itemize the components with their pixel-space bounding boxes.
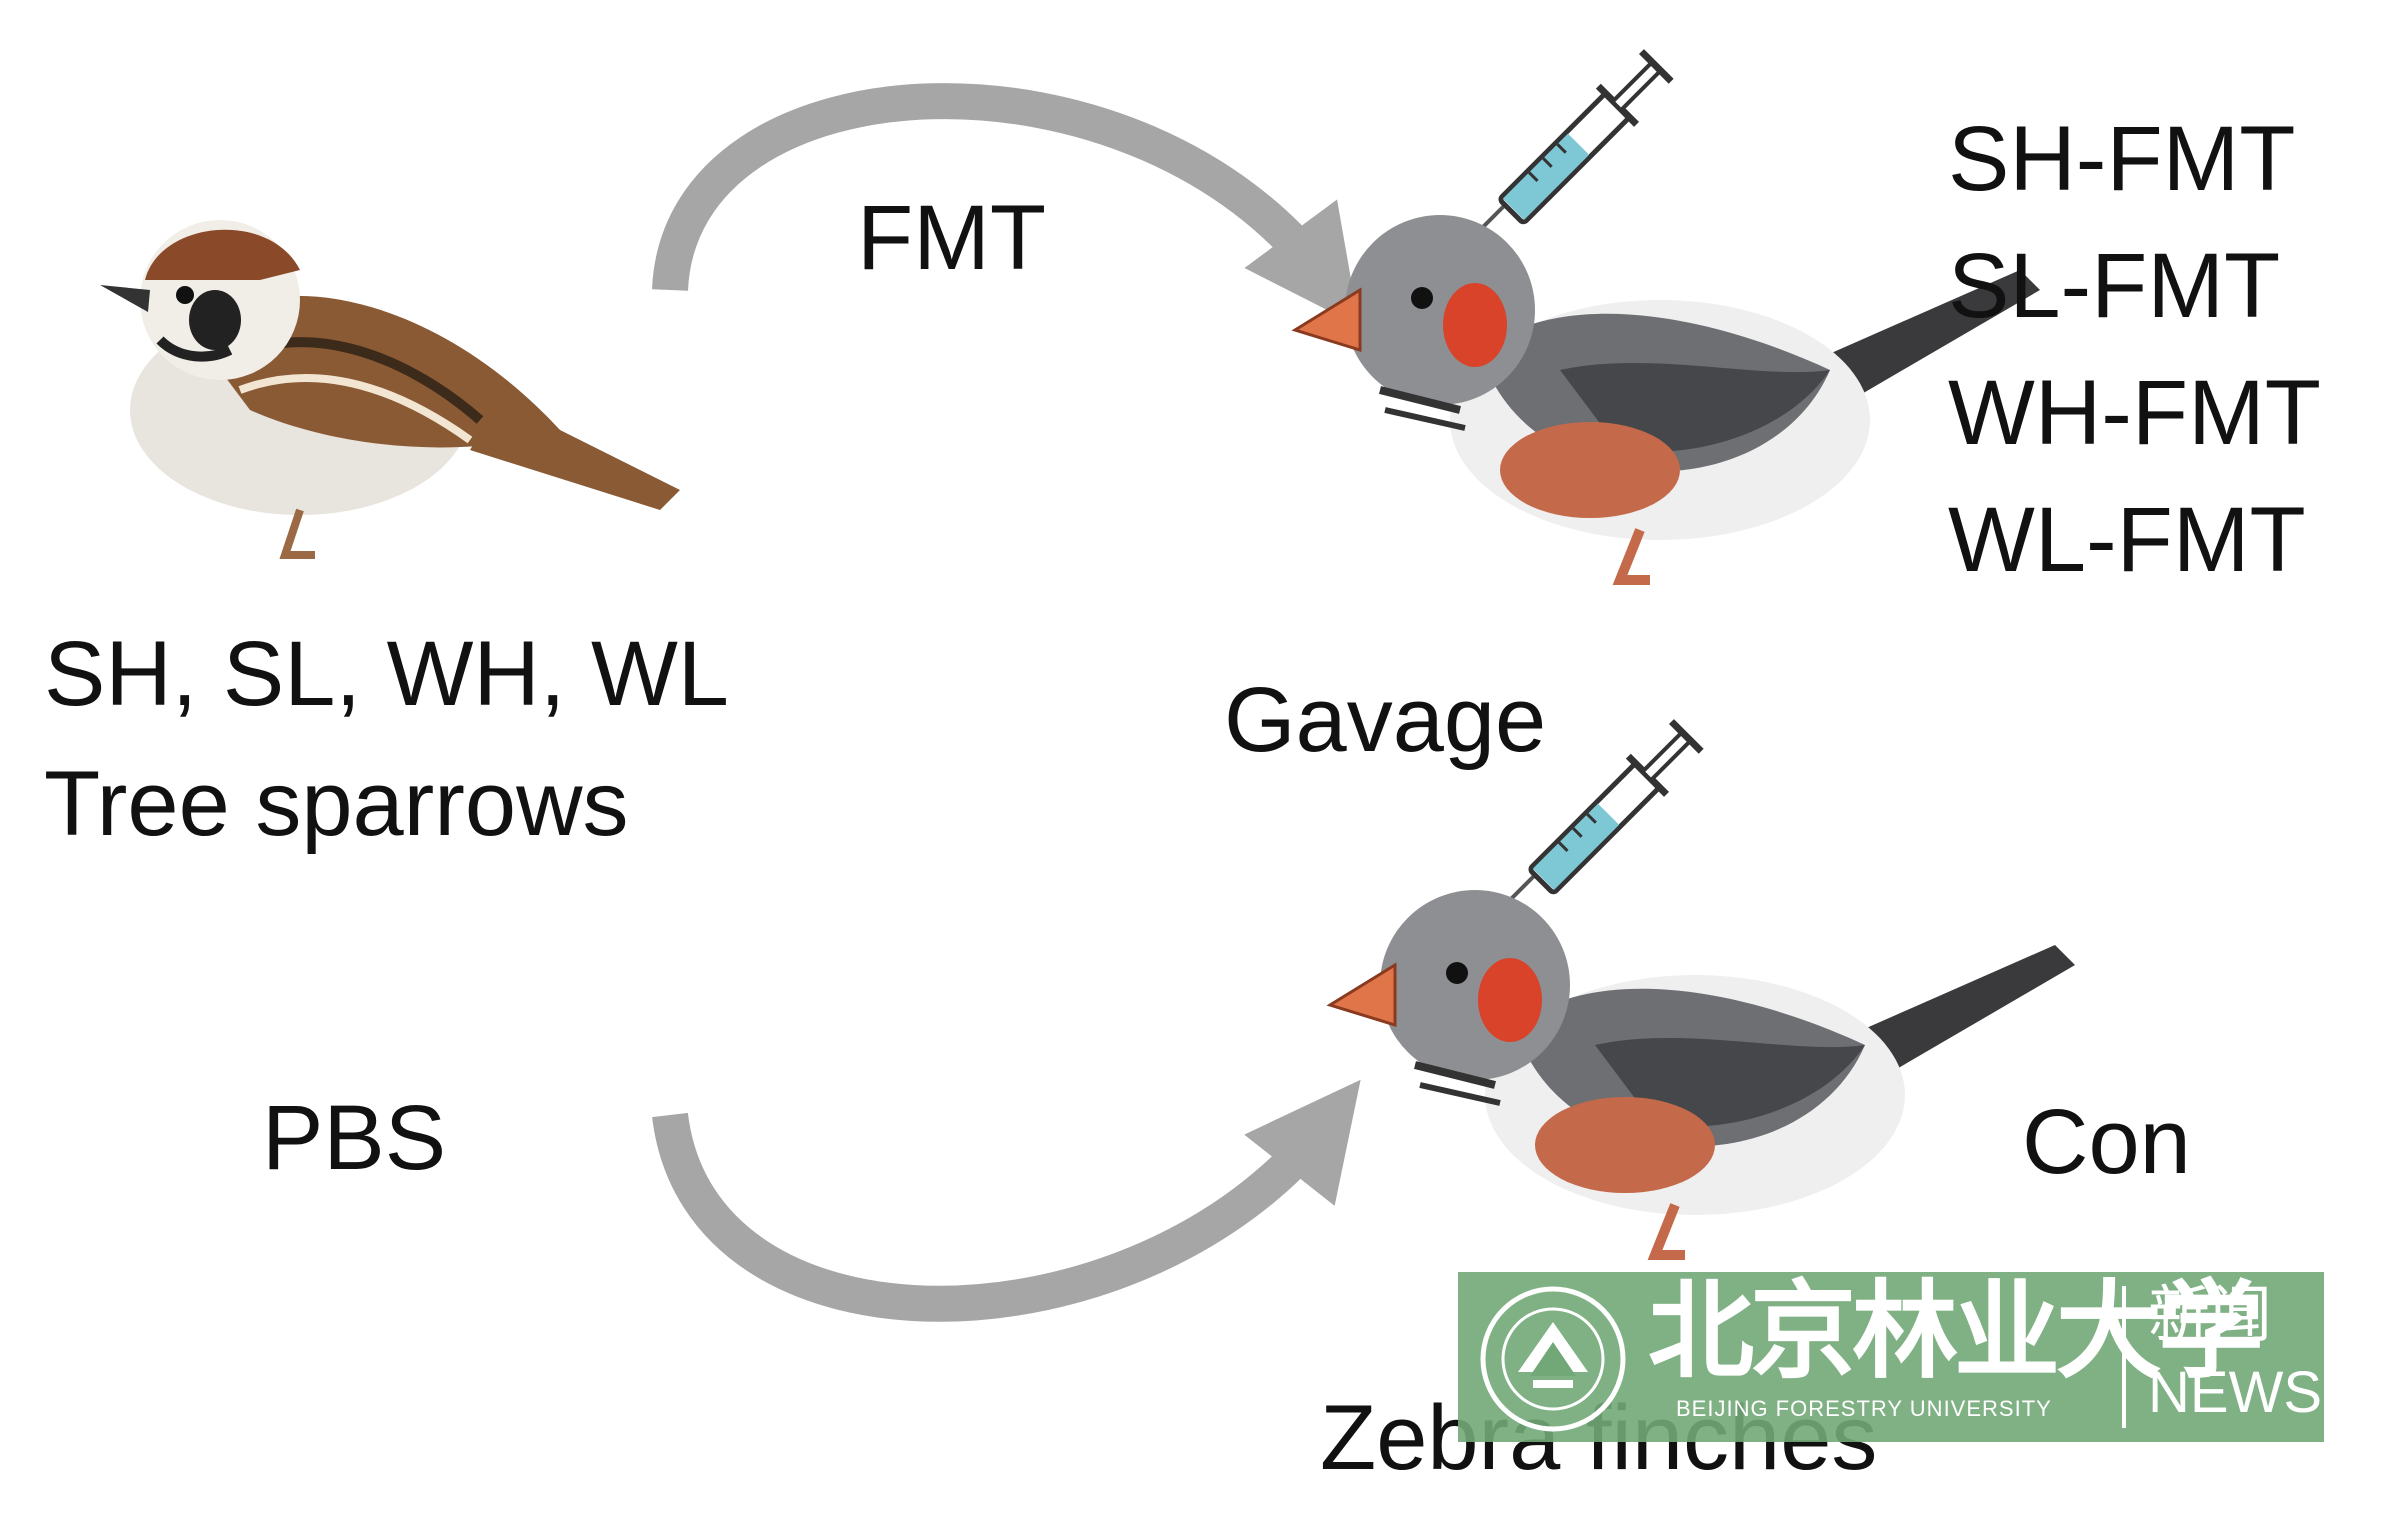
news-label-cn: 新闻 bbox=[2148, 1278, 2273, 1351]
control-group-label: Con bbox=[2022, 1091, 2191, 1193]
fmt-arrow bbox=[652, 83, 1360, 327]
source-groups-label: SH, SL, WH, WL bbox=[44, 623, 729, 725]
fmt-group-list: SH-FMT SL-FMT WH-FMT WL-FMT bbox=[1948, 96, 2321, 604]
fmt-group-label: SH-FMT bbox=[1948, 108, 2296, 210]
watermark-divider bbox=[2122, 1286, 2126, 1428]
university-seal-icon bbox=[1480, 1286, 1626, 1432]
university-name-en: BEIJING FORESTRY UNIVERSITY bbox=[1676, 1396, 2052, 1421]
pbs-label: PBS bbox=[262, 1087, 447, 1189]
tree-sparrow-icon bbox=[100, 220, 680, 559]
news-label-en: NEWS bbox=[2148, 1360, 2322, 1425]
fmt-group-label: WL-FMT bbox=[1948, 489, 2306, 591]
source-species-label: Tree sparrows bbox=[44, 753, 629, 855]
fmt-group-label: SL-FMT bbox=[1948, 235, 2281, 337]
zebra-finch-fmt-icon bbox=[1295, 215, 2040, 580]
zebra-finch-control-icon bbox=[1330, 890, 2075, 1255]
gavage-label: Gavage bbox=[1224, 669, 1547, 771]
university-watermark: 北京林业大学 BEIJING FORESTRY UNIVERSITY 新闻 NE… bbox=[1458, 1272, 2324, 1442]
university-name-cn: 北京林业大学 bbox=[1648, 1268, 2264, 1393]
pbs-arrow bbox=[652, 1079, 1361, 1322]
fmt-group-label: WH-FMT bbox=[1948, 362, 2321, 464]
fmt-label: FMT bbox=[857, 187, 1047, 289]
